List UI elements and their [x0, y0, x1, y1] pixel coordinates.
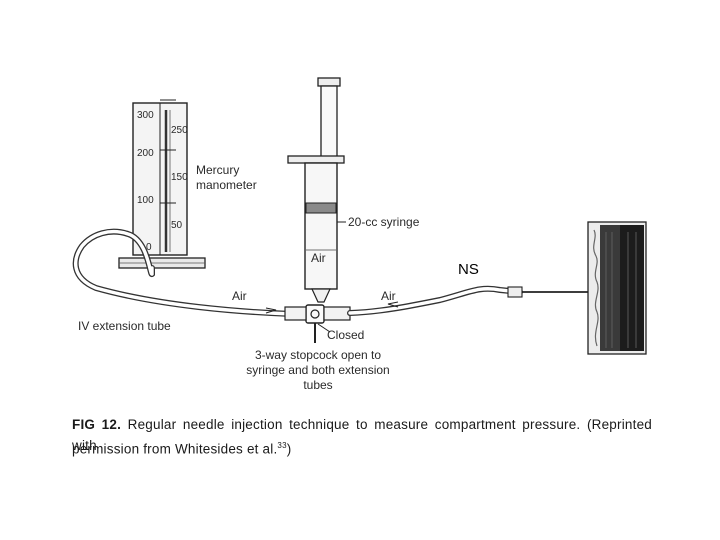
- manometer-label: Mercury: [196, 163, 239, 177]
- syringe-air-label: Air: [311, 251, 326, 265]
- stopcock-label: tubes: [303, 378, 332, 392]
- plunger-rod: [320, 85, 338, 159]
- muscle-compartment: [587, 221, 647, 355]
- mercury-manometer: 300 200 100 0 250 150 50: [118, 99, 206, 269]
- scale-left-label: 0: [146, 242, 152, 253]
- stopcock-body: [305, 304, 325, 324]
- ns-label: NS: [458, 261, 479, 278]
- caption-text: Regular needle injection technique to me…: [72, 417, 652, 453]
- caption-text: ): [286, 441, 292, 457]
- caption-reference: 33: [277, 441, 287, 450]
- air-arrow-icon: [265, 307, 277, 314]
- scale-left-label: 200: [137, 148, 154, 159]
- air-label-right: Air: [381, 289, 396, 303]
- syringe-piston: [305, 202, 337, 214]
- plunger-cap: [317, 77, 341, 87]
- closed-label: Closed: [327, 328, 364, 342]
- figure-caption-line-1: FIG 12. Regular needle injection techniq…: [72, 414, 652, 456]
- iv-extension-tube-label: IV extension tube: [78, 319, 171, 333]
- figure-caption-line-2: permission from Whitesides et al.33): [72, 435, 652, 460]
- scale-right-label: 50: [171, 220, 183, 231]
- stopcock-right-port: [323, 306, 351, 321]
- caption-text: permission from Whitesides et al.: [72, 441, 278, 457]
- manometer-label: manometer: [196, 178, 257, 192]
- needle-hub: [507, 286, 523, 298]
- scale-left-label: 300: [137, 110, 154, 121]
- stopcock-label: 3-way stopcock open to: [255, 348, 381, 362]
- scale-left-label: 100: [137, 195, 154, 206]
- stopcock-left-port: [284, 306, 307, 321]
- syringe-tip: [311, 288, 331, 303]
- fascia-line: [593, 229, 599, 347]
- closed-leader-line: [317, 323, 331, 333]
- air-label-left: Air: [232, 289, 247, 303]
- deep-muscle-layer: [620, 225, 644, 351]
- air-arrow-icon: [387, 301, 399, 308]
- syringe-barrel: [304, 162, 338, 290]
- syringe-label: 20-cc syringe: [348, 215, 420, 229]
- right-extension-tube-lumen: [348, 287, 522, 315]
- figure-number: FIG 12.: [72, 417, 122, 432]
- syringe: Air: [287, 77, 345, 303]
- muscle-fiber-lines: [605, 232, 637, 348]
- syringe-flange: [287, 155, 345, 164]
- scale-right-label: 150: [171, 172, 188, 183]
- stopcock-label: syringe and both extension: [246, 363, 389, 377]
- scale-right-label: 250: [171, 125, 188, 136]
- stopcock-valve: [310, 309, 320, 319]
- iv-extension-tube-lumen: [74, 229, 294, 316]
